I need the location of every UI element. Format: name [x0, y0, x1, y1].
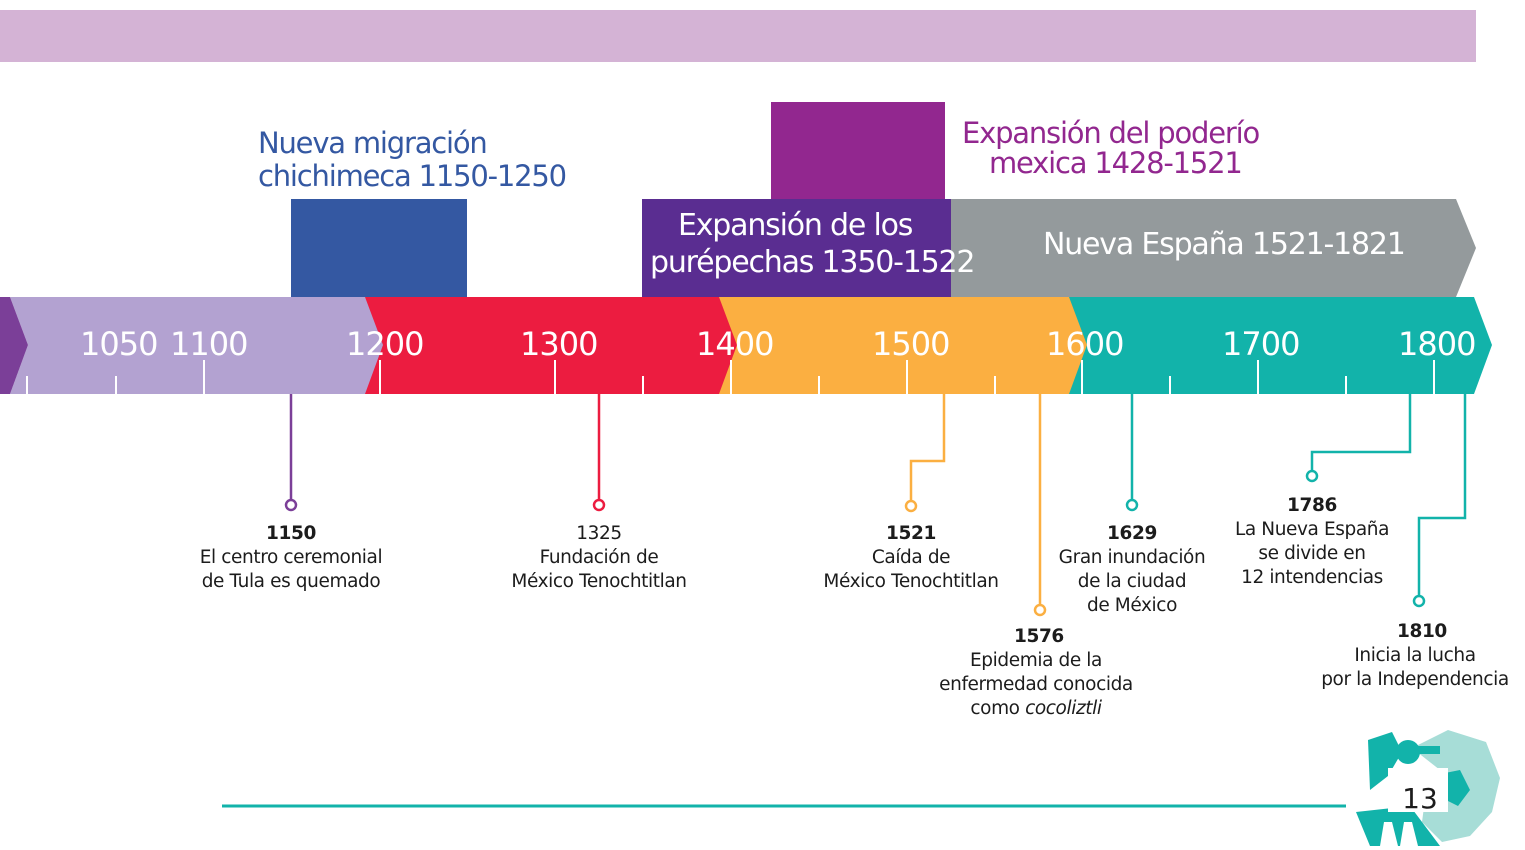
event-year: 1521 [886, 523, 936, 544]
event-year: 1786 [1287, 495, 1337, 516]
event-year: 1810 [1397, 621, 1447, 642]
connector-1810 [1417, 394, 1467, 596]
band-label-chichimeca: Nueva migración chichimeca 1150-1250 [258, 126, 567, 194]
axis-segment-red [362, 297, 737, 394]
connector-1521 [909, 394, 946, 501]
band-label-chichimeca-line2: chichimeca 1150-1250 [258, 159, 567, 194]
band-label-mexica-line2: mexica 1428-1521 [989, 146, 1243, 181]
band-nueva-espana [951, 199, 1476, 297]
connector-1786 [1310, 394, 1412, 471]
marker-1629 [1125, 498, 1139, 512]
marker-1810 [1412, 594, 1426, 608]
year-label-1700: 1700 [1222, 325, 1300, 363]
axis-segment-lavender [10, 297, 383, 394]
band-label-mexica: Expansión del poderío mexica 1428-1521 [962, 118, 1262, 179]
marker-1325 [592, 498, 606, 512]
year-label-1200: 1200 [346, 325, 424, 363]
event-year: 1150 [266, 523, 316, 544]
event-year: 1629 [1107, 523, 1157, 544]
year-label-1600: 1600 [1046, 325, 1124, 363]
event-connectors [284, 394, 1467, 617]
mascot-ornament [1356, 730, 1500, 846]
marker-1150 [284, 498, 298, 512]
marker-1521 [904, 499, 918, 513]
band-label-nueva-espana: Nueva España 1521-1821 [1043, 227, 1406, 262]
axis-segment-orange [712, 297, 1087, 394]
marker-1786 [1305, 469, 1319, 483]
band-purepechas [642, 199, 951, 297]
event-year: 1576 [1014, 626, 1064, 647]
band-label-purepechas-line2: purépechas 1350-1522 [650, 244, 975, 280]
event-year: 1325 [576, 523, 622, 544]
year-label-1300: 1300 [520, 325, 598, 363]
band-mexica [771, 102, 945, 200]
band-label-chichimeca-line1: Nueva migración [258, 126, 488, 160]
axis-ticks [26, 360, 1435, 394]
band-chichimeca [291, 199, 467, 297]
page-number: 13 [1402, 782, 1438, 815]
year-label-1100: 1100 [170, 325, 248, 363]
axis-start-arrow [0, 297, 28, 394]
band-label-purepechas: Expansión de los purépechas 1350-1522 [650, 208, 975, 281]
axis-segment-teal [1062, 297, 1492, 394]
event-text-italic: cocoliztli [1025, 698, 1102, 719]
band-label-purepechas-line1: Expansión de los [678, 208, 913, 243]
year-label-1400: 1400 [696, 325, 774, 363]
header-bar [0, 10, 1476, 62]
band-label-mexica-line1: Expansión del poderío [962, 116, 1260, 150]
year-label-1050: 1050 [80, 325, 158, 363]
year-label-1800: 1800 [1398, 325, 1476, 363]
marker-1576 [1033, 603, 1047, 617]
year-label-1500: 1500 [872, 325, 950, 363]
